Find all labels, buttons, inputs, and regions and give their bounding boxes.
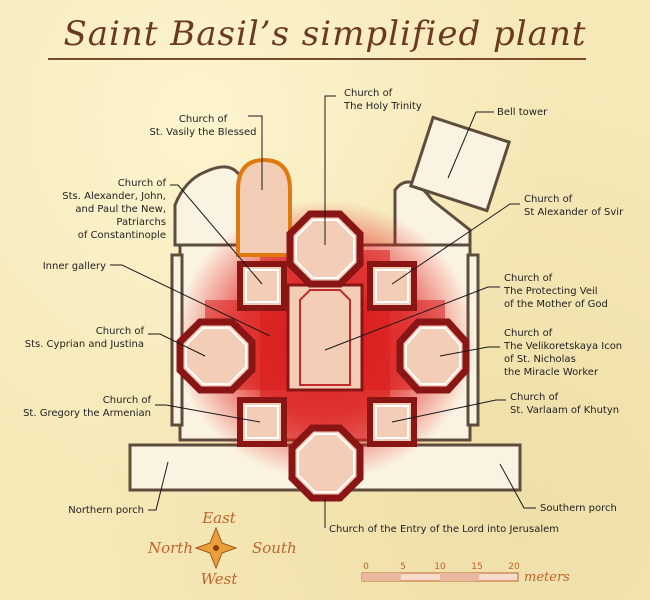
veil-church-inner — [299, 289, 351, 386]
nicholas-church-shape — [396, 318, 470, 394]
trinity-church-shape — [286, 210, 364, 288]
scale-tick-15: 15 — [471, 562, 482, 572]
leader-cyprian — [148, 333, 206, 357]
leader-trinity — [324, 95, 336, 245]
gregory-church-shape — [237, 397, 287, 447]
leader-svir — [391, 203, 520, 285]
compass-south: South — [252, 539, 297, 557]
scale-unit: meters — [524, 570, 570, 585]
label-varlaam-line-0: Church of — [510, 392, 559, 403]
label-south-porch: Southern porch — [540, 503, 617, 514]
leader-nicholas — [439, 346, 500, 357]
leader-gregory — [155, 404, 261, 423]
label-nicholas-line-2: of St. Nicholas — [504, 354, 576, 365]
label-gallery: Inner gallery — [43, 261, 106, 272]
scale-tick-20: 20 — [508, 562, 520, 572]
compass-north: North — [147, 539, 193, 557]
diagram-title: Saint Basil’s simplified plant — [63, 14, 587, 54]
leader-gallery — [110, 264, 271, 337]
label-varlaam: Church of St. Varlaam of Khutyn — [510, 392, 619, 416]
label-alexanders-line-4: of Constantinople — [78, 230, 166, 241]
leader-vasily — [248, 115, 263, 190]
label-nicholas: Church of The Velikoretskaya Icon of St. N… — [503, 328, 622, 378]
label-gregory-line-1: St. Gregory the Armenian — [23, 408, 151, 419]
label-bell-line-0: Bell tower — [497, 107, 548, 118]
leader-bell — [447, 111, 494, 179]
label-gregory: Church of St. Gregory the Armenian — [23, 395, 151, 419]
compass-east: East — [201, 509, 237, 527]
square-inner-lines — [245, 269, 409, 439]
label-north-porch-line-0: Northern porch — [68, 505, 144, 516]
label-bell: Bell tower — [497, 107, 548, 118]
label-vasily-line-1: St. Vasily the Blessed — [150, 127, 257, 138]
label-gregory-line-0: Church of — [103, 395, 152, 406]
entry-church-shape — [288, 424, 364, 502]
label-veil-line-2: of the Mother of God — [504, 299, 608, 310]
label-svir-line-0: Church of — [524, 194, 573, 205]
square-churches — [237, 261, 417, 447]
label-alexanders-line-3: Patriarchs — [116, 217, 166, 228]
label-south-porch-line-0: Southern porch — [540, 503, 617, 514]
label-svir-line-1: St Alexander of Svir — [524, 207, 624, 218]
compass-west: West — [201, 570, 239, 588]
leader-varlaam — [391, 399, 506, 423]
label-trinity: Church of The Holy Trinity — [343, 88, 422, 112]
title-underline — [48, 58, 586, 60]
label-nicholas-line-0: Church of — [504, 328, 553, 339]
label-entry-line-0: Church of the Entry of the Lord into Jer… — [329, 524, 559, 535]
label-entry: Church of the Entry of the Lord into Jer… — [329, 524, 559, 535]
label-nicholas-line-1: The Velikoretskaya Icon — [503, 341, 622, 352]
label-vasily-line-0: Church of — [179, 114, 228, 125]
svir-church-shape — [367, 261, 417, 311]
octagon-churches — [176, 210, 470, 502]
scale-tick-5: 5 — [400, 562, 406, 572]
bell-tower-shape — [408, 115, 512, 213]
leader-lines — [110, 95, 536, 528]
leader-south-porch — [499, 463, 536, 509]
label-alexanders-line-1: Sts. Alexander, John, — [62, 191, 166, 202]
compass-rose: East West North South — [147, 509, 297, 588]
label-trinity-line-0: Church of — [344, 88, 393, 99]
leader-north-porch — [148, 461, 169, 511]
label-cyprian-line-1: Sts. Cyprian and Justina — [25, 339, 144, 350]
alexanders-church-shape — [237, 261, 287, 311]
label-svir: Church of St Alexander of Svir — [524, 194, 624, 218]
label-trinity-line-1: The Holy Trinity — [343, 101, 422, 112]
vasily-church-shape — [236, 157, 292, 257]
leader-alexanders — [170, 184, 263, 285]
scale-tick-10: 10 — [434, 562, 446, 572]
label-cyprian: Church of Sts. Cyprian and Justina — [25, 326, 145, 350]
label-veil: Church of The Protecting Veil of the Mothe… — [503, 273, 608, 310]
label-nicholas-line-3: the Miracle Worker — [504, 367, 599, 378]
label-veil-line-1: The Protecting Veil — [503, 286, 598, 297]
octagon-inner-lines — [185, 219, 461, 493]
label-alexanders-line-0: Church of — [118, 178, 167, 189]
leader-veil — [324, 286, 500, 351]
label-alexanders: Church of Sts. Alexander, John, and Paul t… — [62, 178, 166, 241]
labels: Church of St. Vasily the Blessed Church o… — [23, 88, 624, 535]
label-north-porch: Northern porch — [68, 505, 144, 516]
label-alexanders-line-2: and Paul the New, — [75, 204, 166, 215]
label-varlaam-line-1: St. Varlaam of Khutyn — [510, 405, 619, 416]
scale-tick-0: 0 — [363, 562, 369, 572]
label-cyprian-line-0: Church of — [96, 326, 145, 337]
cyprian-church-shape — [176, 318, 256, 394]
varlaam-church-shape — [367, 397, 417, 447]
label-vasily: Church of St. Vasily the Blessed — [150, 114, 257, 138]
label-veil-line-0: Church of — [504, 273, 553, 284]
label-gallery-line-0: Inner gallery — [43, 261, 106, 272]
scale-bar: 0 5 10 15 20 meters — [361, 562, 570, 585]
